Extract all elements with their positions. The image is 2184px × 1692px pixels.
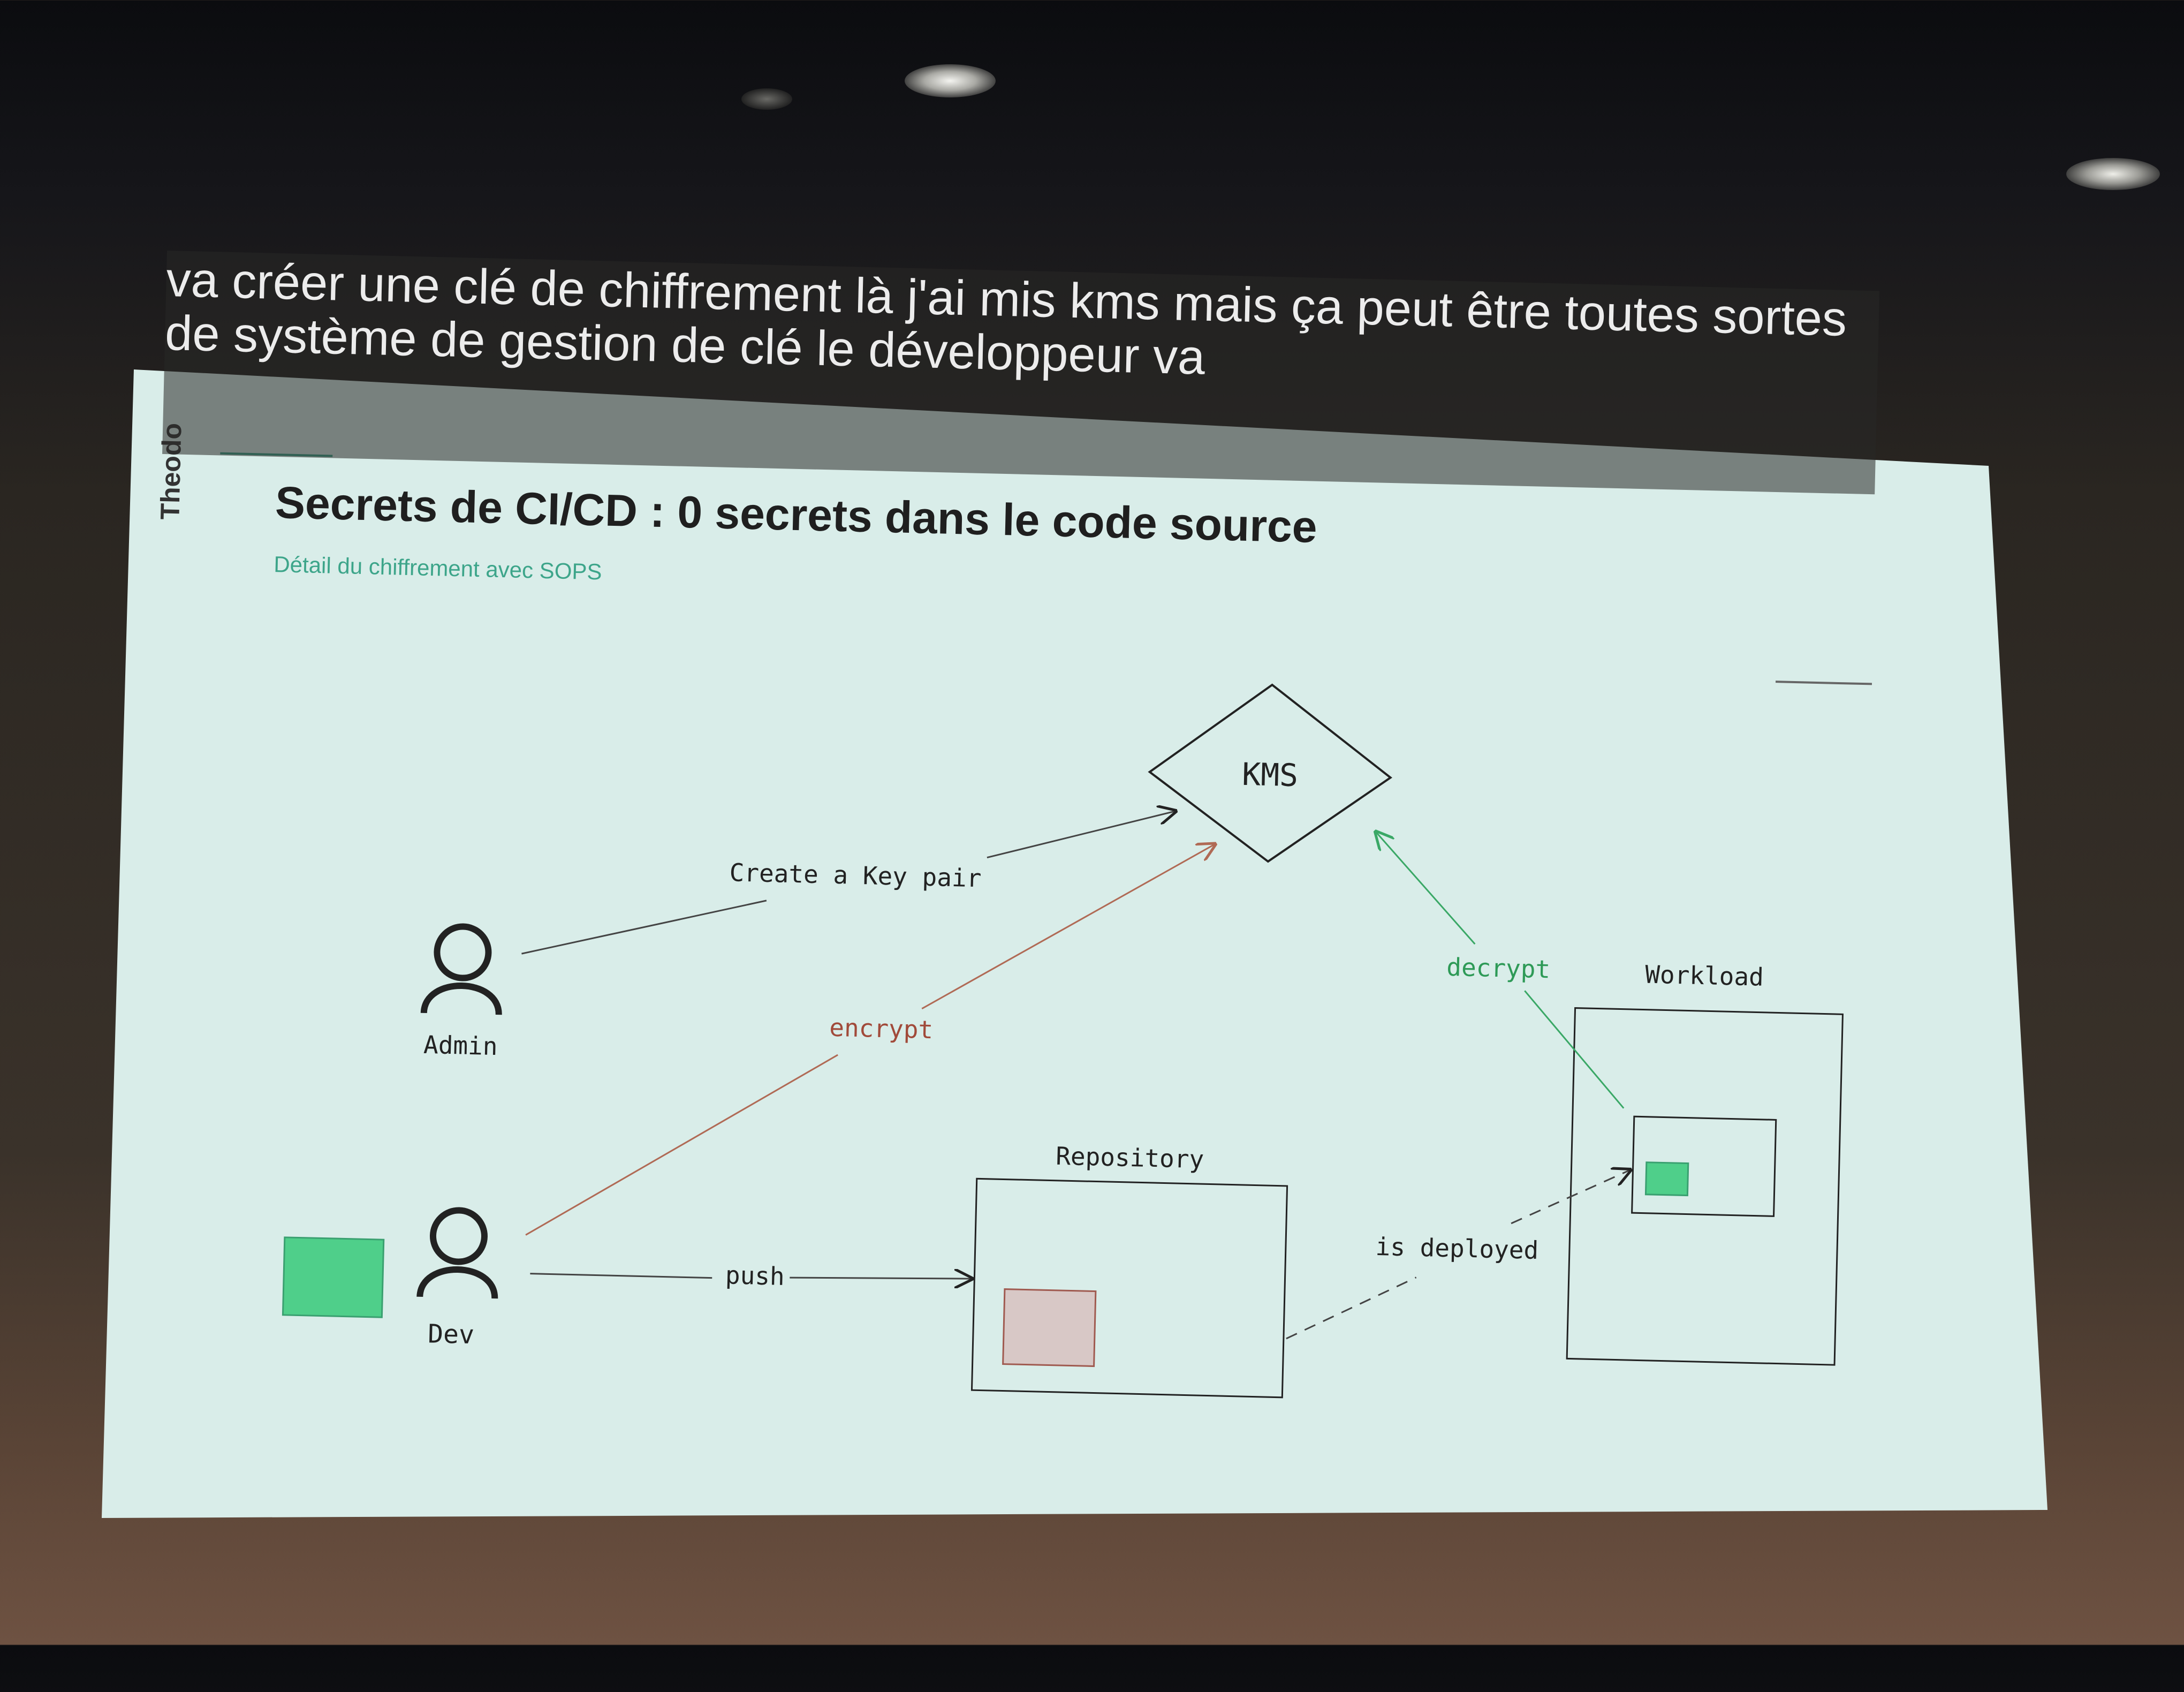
dev-label: Dev [428,1319,475,1350]
decrypt-label: decrypt [1446,953,1551,984]
edge-is-deployed: is deployed [1286,1162,1631,1340]
kms-node: KMS [1148,683,1393,863]
ceiling-light [2066,158,2160,190]
kms-diamond [1148,683,1393,863]
plain-secret-block [282,1236,385,1318]
admin-label: Admin [423,1030,498,1061]
dev-actor: Dev [416,1207,498,1350]
decrypted-secret-block [1644,1161,1689,1197]
kms-label: KMS [1242,756,1299,794]
edge-decrypt: decrypt [1369,832,1625,1109]
encrypted-secret-block [1002,1288,1097,1368]
workload-node: Workload [1566,960,1844,1366]
create-key-pair-label: Create a Key pair [729,858,982,893]
slide-surface [102,369,2048,1518]
repository-label: Repository [1056,1142,1204,1174]
person-icon [416,1207,498,1299]
live-caption-box: va créer une clé de chiffrement là j'ai … [162,251,1880,495]
workload-label: Workload [1645,960,1764,992]
workload-box [1566,1007,1844,1366]
encrypt-label: encrypt [829,1013,934,1045]
ceiling-light [741,88,792,110]
ceiling-light [905,64,996,97]
repository-box [970,1177,1288,1399]
conference-room [741,64,2160,190]
edge-create-key-pair: Create a Key pair [521,796,1176,955]
is-deployed-label: is deployed [1375,1232,1539,1265]
workload-container [1631,1115,1777,1217]
repository-node: Repository [970,1142,1288,1399]
person-icon [420,923,502,1015]
admin-actor: Admin [420,923,502,1061]
push-label: push [725,1260,785,1291]
edge-push: push [530,1260,972,1291]
projection-screen [102,369,2048,1518]
edge-encrypt: encrypt [525,828,1215,1236]
